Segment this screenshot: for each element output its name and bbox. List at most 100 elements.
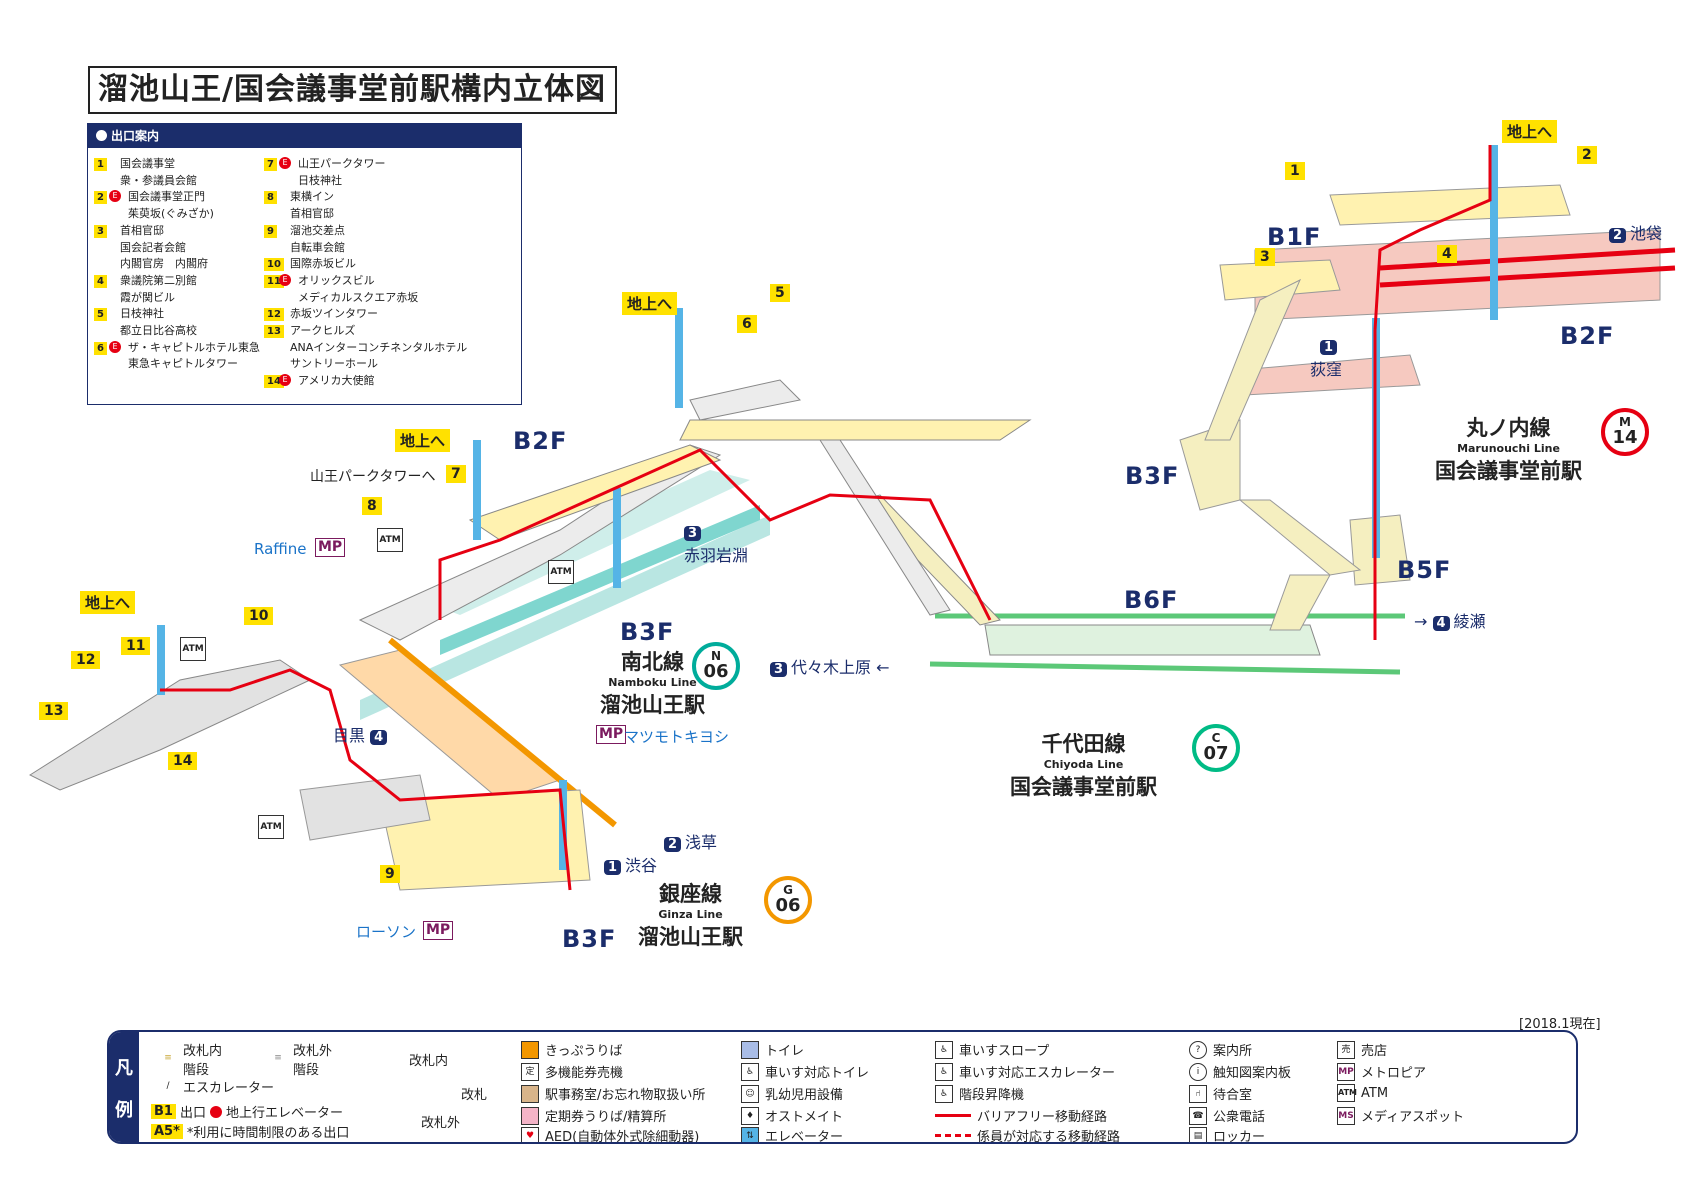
floor-label: B6F (1124, 586, 1179, 614)
legend-side: 凡例 (109, 1032, 139, 1142)
pass-icon (521, 1106, 539, 1125)
exit-number-badge: 2 (94, 191, 107, 205)
exit-destination: 茱萸坂(ぐみざか) (128, 207, 214, 221)
floor-label: B2F (1560, 322, 1615, 350)
exit-entry: 国会記者会館 (94, 240, 260, 257)
exit-number: 8 (362, 497, 382, 515)
exit-destination: 内閣官房 内閣府 (120, 257, 208, 271)
exit-number: 9 (380, 865, 400, 883)
legend-pass: 定期券うりば/精算所 (521, 1106, 666, 1125)
metropia-icon: MP (315, 538, 346, 557)
legend-gate-in: 改札内 (409, 1054, 449, 1069)
media-spot-icon: MS (1337, 1106, 1355, 1125)
legend-info: ?案内所 (1189, 1040, 1252, 1059)
atm-icon: ATM (377, 528, 403, 552)
date-note: [2018.1現在] (1519, 1017, 1601, 1032)
exit-destination: 東横イン (290, 190, 334, 204)
stair-lift-icon: ♿ (935, 1084, 953, 1103)
legend-stairs-out: ≡改札外 階段 (269, 1040, 332, 1078)
exit-destination: 首相官邸 (290, 207, 334, 221)
legend-ostomate: ♦オストメイト (741, 1106, 843, 1125)
floor-label: B5F (1397, 556, 1452, 584)
waiting-room-icon: ⑁ (1189, 1084, 1207, 1103)
elevator-icon: ⇅ (741, 1126, 759, 1142)
exit-destination: 溜池交差点 (290, 223, 345, 237)
exit-destination: メディカルスクエア赤坂 (298, 290, 419, 304)
exit-destination: 日枝神社 (120, 307, 164, 321)
exit-number-badge: 8 (264, 191, 277, 205)
elevator-exit-icon: E (109, 340, 121, 353)
exit-number-badge: 7 (264, 158, 277, 171)
exit-number: 12 (71, 651, 101, 669)
direction-meguro: 目黒 4 (333, 722, 391, 746)
exit-destination: 首相官邸 (120, 223, 164, 237)
stairs-icon: ≡ (274, 1053, 282, 1063)
ostomate-icon: ♦ (741, 1106, 759, 1125)
metropia-icon: MP (596, 725, 627, 744)
matsukiyo-label: マツモトキヨシ (624, 728, 730, 746)
exit-destination: 霞が関ビル (120, 290, 175, 304)
exit-destination: サントリーホール (290, 357, 378, 371)
exit-destination: ザ・キャピトルホテル東急 (128, 340, 260, 354)
elevator-exit-icon: E (279, 157, 291, 169)
toilet-icon (741, 1040, 759, 1059)
legend-baby: ☺乳幼児用設備 (741, 1084, 843, 1103)
wheelchair-escalator-icon: ♿ (935, 1062, 953, 1081)
to-ground-label: 地上へ (395, 429, 451, 452)
exit-destination: 自転車会館 (290, 240, 345, 254)
b1f-concourse (1329, 184, 1571, 226)
exit-number-badge: 14 (264, 375, 284, 389)
b6f-platform (984, 624, 1321, 656)
atm-icon: ATM (1337, 1084, 1357, 1102)
exit-number: 10 (244, 607, 274, 625)
legend-escalator: ∕エスカレーター (159, 1077, 274, 1097)
legend-stair-lift: ♿階段昇降機 (935, 1084, 1024, 1103)
legend-waiting: ⑁待合室 (1189, 1084, 1252, 1103)
exit-destination: オリックスビル (298, 273, 375, 287)
exit-destination: 山王パークタワー (298, 157, 386, 170)
floor-label: B3F (1125, 462, 1180, 490)
namboku-platform (360, 515, 770, 720)
legend-multi: 定多機能券売機 (521, 1062, 623, 1081)
legend-elevator: ⇅エレベーター (741, 1126, 843, 1142)
legend-slope: ♿車いすスロープ (935, 1040, 1049, 1059)
exit-guide-header: 出口案内 (88, 124, 521, 148)
exit-number: 4 (1437, 245, 1457, 263)
exit-number: 7 (446, 465, 466, 483)
aed-icon: ♥ (521, 1126, 539, 1142)
exit-number: 13 (39, 702, 69, 720)
exit-number: 3 (1255, 248, 1275, 266)
barrier-free-route (160, 668, 572, 891)
exit-destination: 都立日比谷高校 (120, 324, 197, 338)
exit-entry: 8 東横イン (264, 189, 467, 206)
legend-stairs-in: ≡改札内 階段 (159, 1040, 222, 1078)
elevator-exit-icon: E (279, 273, 291, 286)
direction-ogikubo-label: 荻窪 (1310, 360, 1343, 379)
exit-entry: 都立日比谷高校 (94, 323, 260, 340)
elevator-exit-icon: E (109, 190, 121, 203)
elevator-exit-icon: E (279, 374, 291, 387)
exit-number-badge: 1 (94, 158, 107, 171)
office-icon (521, 1084, 539, 1103)
elevator-shaft (675, 308, 683, 408)
b3f-left-concourse (28, 659, 312, 791)
exit-number-badge: 4 (94, 274, 107, 288)
exit-number: 2 (1577, 146, 1597, 164)
legend-shop: 売売店 (1337, 1040, 1387, 1059)
